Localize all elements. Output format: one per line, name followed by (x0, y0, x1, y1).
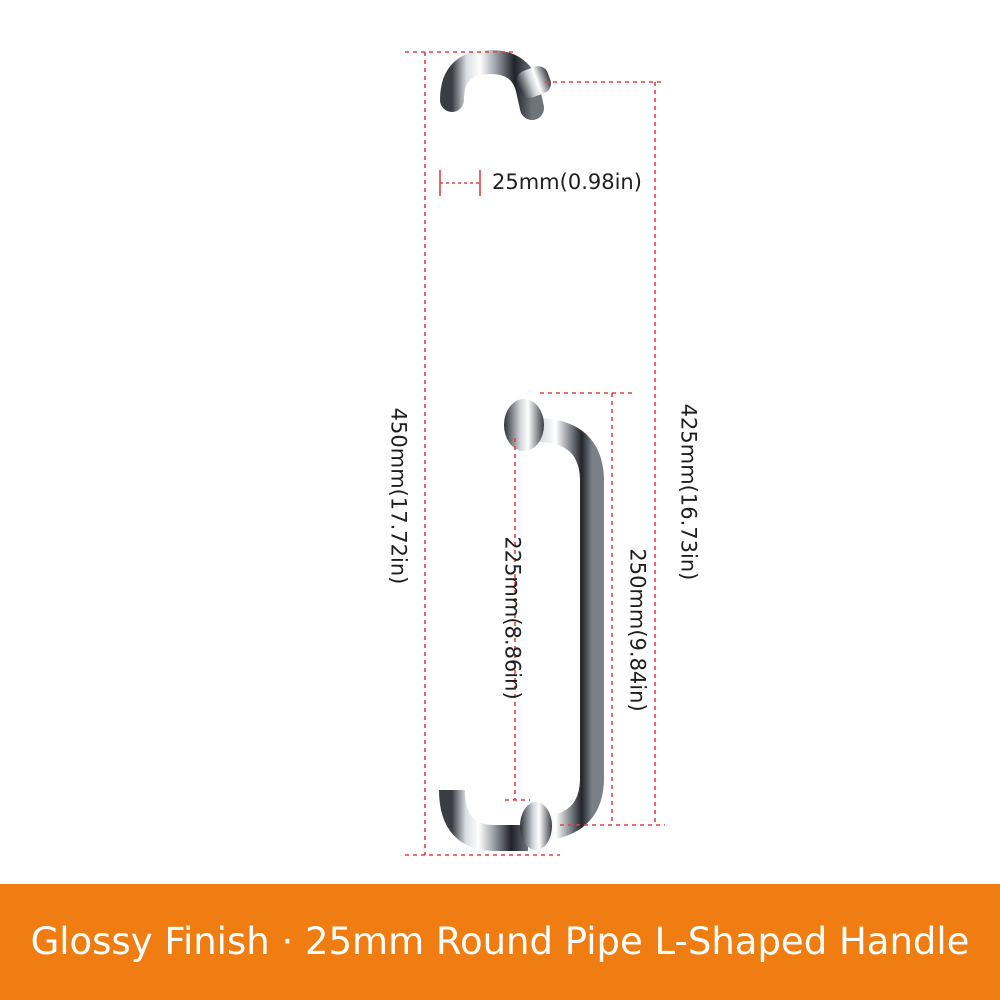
bottom-cap (520, 802, 552, 850)
total-length-label: 450mm(17.72in) (386, 407, 411, 585)
caption-text: Glossy Finish · 25mm Round Pipe L-Shaped… (30, 919, 970, 963)
outer-span-label: 425mm(16.73in) (676, 403, 701, 581)
short-top-cap (504, 399, 544, 451)
top-cap (516, 66, 552, 98)
caption-banner: Glossy Finish · 25mm Round Pipe L-Shaped… (0, 884, 1000, 1000)
dimension-lines (405, 51, 665, 856)
handle-illustration (405, 49, 665, 856)
pipe-diameter-label: 25mm(0.98in) (492, 170, 642, 194)
product-figure: 25mm(0.98in) 450mm(17.72in) 425mm(16.73i… (386, 49, 701, 856)
short-length-label: 250mm(9.84in) (625, 548, 650, 712)
short-handle (504, 399, 604, 850)
inner-span-label: 225mm(8.86in) (500, 536, 525, 700)
long-handle (439, 49, 552, 851)
